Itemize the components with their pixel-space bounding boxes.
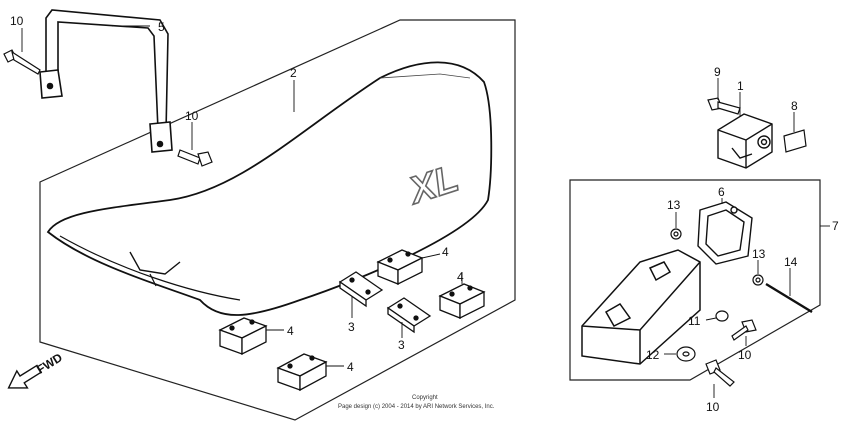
cushion-block-4d: [276, 353, 328, 392]
bracket-3a: [338, 271, 384, 308]
seat-cushion-blocks: [218, 249, 486, 392]
holder-6: [697, 201, 753, 265]
bolt-9: [707, 97, 741, 115]
callout-10-middle: 10: [185, 109, 199, 123]
callout-10-case-upper: 10: [738, 348, 752, 362]
callout-3-b: 3: [398, 338, 405, 352]
cushion-block-4a: [376, 249, 424, 286]
label-8: [783, 129, 807, 153]
callouts: 5 10 2 10 4 4 3 3 4 4 9 1 8 6 7 13 13 14…: [10, 14, 839, 414]
callout-13-upper: 13: [667, 198, 681, 212]
callout-8: 8: [791, 99, 798, 113]
nut-13-upper: [670, 228, 682, 240]
callout-3-a: 3: [348, 320, 355, 334]
leader-lines-right: [664, 78, 830, 398]
callout-6: 6: [718, 185, 725, 199]
callout-11: 11: [688, 314, 701, 328]
seat: XL: [46, 61, 493, 316]
washer-12: [676, 346, 696, 362]
callout-4-b: 4: [457, 270, 464, 284]
callout-4-a: 4: [442, 245, 449, 259]
callout-5: 5: [158, 20, 165, 34]
rod-14: [765, 282, 813, 314]
nut-13-lower: [752, 274, 764, 286]
fwd-label: FWD: [34, 350, 65, 377]
copyright-line-1: Copyright: [412, 395, 438, 401]
bolt-10-rail-left: [3, 49, 41, 75]
bolt-10-rail-right: [177, 149, 213, 167]
tool-case: [581, 249, 701, 365]
callout-9: 9: [714, 65, 721, 79]
grab-rail: [39, 9, 173, 153]
copyright-line-2: Page design (c) 2004 - 2014 by ARI Netwo…: [338, 404, 495, 410]
seat-lock: [717, 113, 773, 169]
leader-lines-left: [21, 25, 463, 367]
bracket-3b: [386, 297, 432, 334]
cushion-block-4b: [438, 283, 486, 320]
bolt-10-case-lower: [705, 359, 735, 387]
callout-2: 2: [290, 66, 297, 80]
cushion-block-4c: [218, 317, 268, 356]
callout-1: 1: [737, 79, 744, 93]
callout-10-case-lower: 10: [706, 400, 720, 414]
callout-10-upper-left: 10: [10, 14, 24, 28]
seat-assembly-frame: [39, 19, 516, 421]
callout-12: 12: [646, 348, 660, 362]
bolt-10-case-upper: [731, 319, 757, 341]
callout-7: 7: [832, 219, 839, 233]
lock-assembly-frame: [569, 179, 821, 381]
callout-4-c: 4: [287, 324, 294, 338]
callout-14: 14: [784, 255, 798, 269]
fwd-arrow: FWD: [7, 350, 65, 389]
callout-4-d: 4: [347, 360, 354, 374]
callout-13-lower: 13: [752, 247, 766, 261]
washer-11: [715, 310, 729, 322]
